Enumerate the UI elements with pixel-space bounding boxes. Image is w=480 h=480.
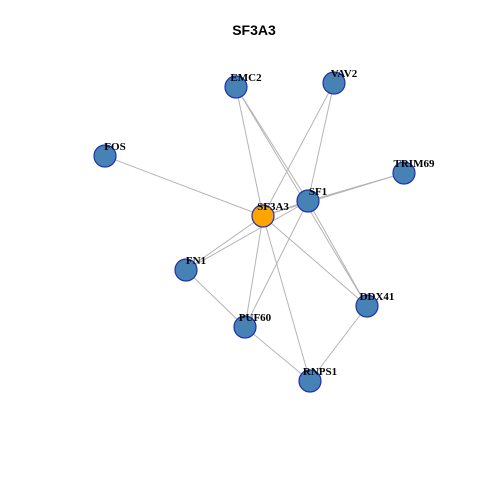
edge-sf3a3-fos — [104, 155, 264, 217]
edge-sf3a3-puf60 — [244, 215, 264, 328]
edge-puf60-rnps1 — [244, 326, 311, 382]
edge-emc2-sf1 — [235, 86, 309, 202]
edge-sf1-trim69 — [307, 172, 405, 202]
node-rnps1 — [298, 369, 322, 393]
edge-sf3a3-ddx41 — [262, 215, 368, 307]
node-puf60 — [233, 315, 257, 339]
node-sf3a3 — [251, 204, 275, 228]
node-emc2 — [224, 75, 248, 99]
edge-sf3a3-rnps1 — [262, 215, 311, 382]
node-label-trim69: TRIM69 — [394, 158, 435, 170]
edge-layer — [104, 82, 405, 382]
node-trim69 — [392, 161, 416, 185]
node-label-ddx41: DDX41 — [360, 291, 395, 303]
edge-sf3a3-emc2 — [235, 86, 264, 217]
node-label-puf60: PUF60 — [239, 312, 272, 324]
edge-sf3a3-vav2 — [262, 82, 335, 217]
node-label-sf1: SF1 — [309, 186, 327, 198]
node-label-rnps1: RNPS1 — [303, 366, 337, 378]
edge-sf1-ddx41 — [307, 200, 368, 307]
node-sf1 — [296, 189, 320, 213]
node-label-fn1: FN1 — [186, 255, 206, 267]
edge-sf1-fn1 — [185, 200, 309, 271]
edge-fn1-puf60 — [185, 269, 246, 328]
node-fos — [93, 144, 117, 168]
node-label-emc2: EMC2 — [230, 72, 262, 84]
node-layer — [93, 71, 416, 393]
node-ddx41 — [355, 294, 379, 318]
edge-sf1-puf60 — [244, 200, 309, 328]
diagram-title: SF3A3 — [232, 22, 276, 38]
edge-ddx41-rnps1 — [309, 305, 368, 382]
node-label-vav2: VAV2 — [331, 68, 358, 80]
node-fn1 — [174, 258, 198, 282]
edge-sf3a3-fn1 — [185, 215, 264, 271]
node-label-sf3a3: SF3A3 — [257, 201, 289, 213]
edge-vav2-sf1 — [307, 82, 335, 202]
node-label-fos: FOS — [104, 141, 125, 153]
node-vav2 — [322, 71, 346, 95]
